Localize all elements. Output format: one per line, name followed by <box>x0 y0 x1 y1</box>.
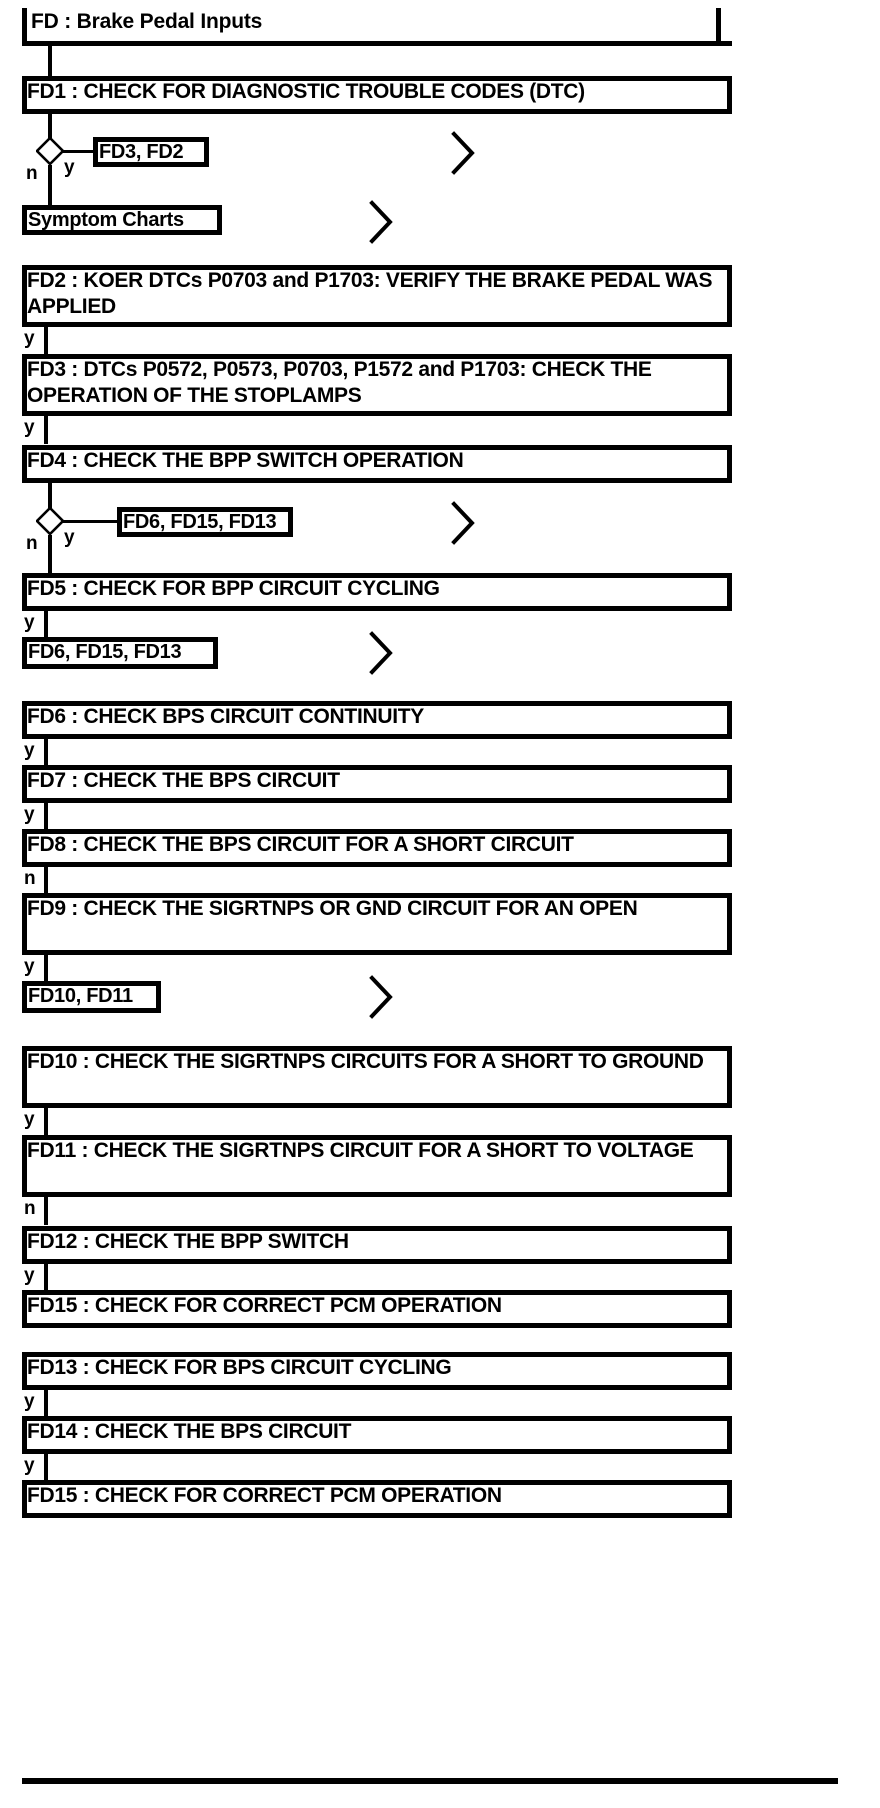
step-box-fd1[interactable]: FD1 : CHECK FOR DIAGNOSTIC TROUBLE CODES… <box>22 76 732 114</box>
step-box-fd2[interactable]: FD2 : KOER DTCs P0703 and P1703: VERIFY … <box>22 265 732 327</box>
step-box-fd4[interactable]: FD4 : CHECK THE BPP SWITCH OPERATION <box>22 445 732 483</box>
step-box-fd13[interactable]: FD13 : CHECK FOR BPS CIRCUIT CYCLING <box>22 1352 732 1390</box>
step-box-fd9[interactable]: FD9 : CHECK THE SIGRTNPS OR GND CIRCUIT … <box>22 893 732 955</box>
step-label-fd11: FD11 : CHECK THE SIGRTNPS CIRCUIT FOR A … <box>27 1139 694 1162</box>
chevron-right-icon-2 <box>368 200 394 244</box>
connector-decision2-no <box>48 535 52 575</box>
branch-label-no-1: n <box>26 163 38 184</box>
ref-box-fd10-fd11[interactable]: FD10, FD11 <box>22 981 161 1013</box>
diagram-title-bar: FD : Brake Pedal Inputs <box>22 8 732 46</box>
connector-decision2-yes <box>62 520 118 523</box>
connector-fd13-fd14 <box>44 1390 48 1416</box>
step-box-fd15-b[interactable]: FD15 : CHECK FOR CORRECT PCM OPERATION <box>22 1480 732 1518</box>
bottom-rule <box>22 1778 838 1784</box>
step-label-fd15-a: FD15 : CHECK FOR CORRECT PCM OPERATION <box>27 1294 502 1317</box>
step-label-fd10: FD10 : CHECK THE SIGRTNPS CIRCUITS FOR A… <box>27 1050 704 1073</box>
branch-label-yes-fd5: y <box>24 612 35 633</box>
branch-label-yes-2: y <box>64 527 75 548</box>
connector-fd8-fd9 <box>44 867 48 893</box>
step-label-fd1: FD1 : CHECK FOR DIAGNOSTIC TROUBLE CODES… <box>27 80 585 103</box>
chevron-right-icon-5 <box>368 975 394 1019</box>
step-box-fd7[interactable]: FD7 : CHECK THE BPS CIRCUIT <box>22 765 732 803</box>
branch-label-yes-fd6: y <box>24 740 35 761</box>
connector-fd3-fd4 <box>44 416 48 444</box>
branch-label-no-2: n <box>26 533 38 554</box>
step-label-fd4: FD4 : CHECK THE BPP SWITCH OPERATION <box>27 449 464 472</box>
step-label-fd2: FD2 : KOER DTCs P0703 and P1703: VERIFY … <box>27 269 713 318</box>
branch-label-yes-fd2: y <box>24 328 35 349</box>
step-box-fd8[interactable]: FD8 : CHECK THE BPS CIRCUIT FOR A SHORT … <box>22 829 732 867</box>
connector-decision1-no <box>48 165 52 207</box>
connector-fd12-fd15a <box>44 1264 48 1291</box>
connector-fd9-ref <box>44 955 48 982</box>
step-label-fd14: FD14 : CHECK THE BPS CIRCUIT <box>27 1420 352 1443</box>
connector-fd5-ref <box>44 611 48 638</box>
chevron-right-icon-3 <box>450 501 476 545</box>
chevron-right-icon-4 <box>368 631 394 675</box>
ref-label-fd10-fd11: FD10, FD11 <box>28 985 133 1007</box>
connector-fd14-fd15b <box>44 1454 48 1481</box>
branch-label-yes-fd9: y <box>24 956 35 977</box>
ref-label-fd6-fd15-fd13-a: FD6, FD15, FD13 <box>123 511 277 533</box>
ref-label-fd6-fd15-fd13-b: FD6, FD15, FD13 <box>28 641 182 663</box>
branch-label-yes-fd3: y <box>24 417 35 438</box>
ref-box-fd3-fd2[interactable]: FD3, FD2 <box>93 137 209 167</box>
step-box-fd5[interactable]: FD5 : CHECK FOR BPP CIRCUIT CYCLING <box>22 573 732 611</box>
ref-label-fd3-fd2: FD3, FD2 <box>99 141 184 163</box>
connector-fd6-fd7 <box>44 739 48 765</box>
connector-decision1-yes <box>62 150 94 153</box>
connector-fd1-decision1 <box>48 114 52 138</box>
branch-label-no-fd8: n <box>24 868 36 889</box>
branch-label-yes-fd12: y <box>24 1265 35 1286</box>
step-label-fd9: FD9 : CHECK THE SIGRTNPS OR GND CIRCUIT … <box>27 897 638 920</box>
connector-fd7-fd8 <box>44 803 48 829</box>
chevron-right-icon-1 <box>450 131 476 175</box>
step-label-fd12: FD12 : CHECK THE BPP SWITCH <box>27 1230 349 1253</box>
step-box-fd12[interactable]: FD12 : CHECK THE BPP SWITCH <box>22 1226 732 1264</box>
page-title: FD : Brake Pedal Inputs <box>31 10 263 33</box>
step-label-fd3: FD3 : DTCs P0572, P0573, P0703, P1572 an… <box>27 358 652 407</box>
decision-diamond-icon-1[interactable] <box>36 137 64 165</box>
step-box-fd15-a[interactable]: FD15 : CHECK FOR CORRECT PCM OPERATION <box>22 1290 732 1328</box>
branch-label-yes-fd10: y <box>24 1109 35 1130</box>
ref-box-symptom-charts[interactable]: Symptom Charts <box>22 205 222 235</box>
branch-label-yes-fd7: y <box>24 804 35 825</box>
ref-box-fd6-fd15-fd13-b[interactable]: FD6, FD15, FD13 <box>22 637 218 669</box>
ref-box-fd6-fd15-fd13-a[interactable]: FD6, FD15, FD13 <box>117 507 293 537</box>
branch-label-yes-fd14: y <box>24 1455 35 1476</box>
step-label-fd13: FD13 : CHECK FOR BPS CIRCUIT CYCLING <box>27 1356 452 1379</box>
ref-label-symptom-charts: Symptom Charts <box>28 209 184 231</box>
connector-fd2-fd3 <box>44 327 48 354</box>
step-box-fd6[interactable]: FD6 : CHECK BPS CIRCUIT CONTINUITY <box>22 701 732 739</box>
step-label-fd6: FD6 : CHECK BPS CIRCUIT CONTINUITY <box>27 705 424 728</box>
connector-fd11-fd12 <box>44 1197 48 1225</box>
step-label-fd15-b: FD15 : CHECK FOR CORRECT PCM OPERATION <box>27 1484 502 1507</box>
title-right-tick <box>716 8 721 46</box>
connector-fd4-decision2 <box>48 483 52 508</box>
step-box-fd3[interactable]: FD3 : DTCs P0572, P0573, P0703, P1572 an… <box>22 354 732 416</box>
branch-label-yes-1: y <box>64 157 75 178</box>
step-label-fd7: FD7 : CHECK THE BPS CIRCUIT <box>27 769 340 792</box>
branch-label-yes-fd13: y <box>24 1391 35 1412</box>
step-box-fd14[interactable]: FD14 : CHECK THE BPS CIRCUIT <box>22 1416 732 1454</box>
connector-fd10-fd11 <box>44 1108 48 1135</box>
step-label-fd5: FD5 : CHECK FOR BPP CIRCUIT CYCLING <box>27 577 440 600</box>
step-box-fd10[interactable]: FD10 : CHECK THE SIGRTNPS CIRCUITS FOR A… <box>22 1046 732 1108</box>
decision-diamond-icon-2[interactable] <box>36 507 64 535</box>
step-label-fd8: FD8 : CHECK THE BPS CIRCUIT FOR A SHORT … <box>27 833 574 856</box>
branch-label-no-fd11: n <box>24 1198 36 1219</box>
connector-title-fd1 <box>48 46 52 76</box>
step-box-fd11[interactable]: FD11 : CHECK THE SIGRTNPS CIRCUIT FOR A … <box>22 1135 732 1197</box>
